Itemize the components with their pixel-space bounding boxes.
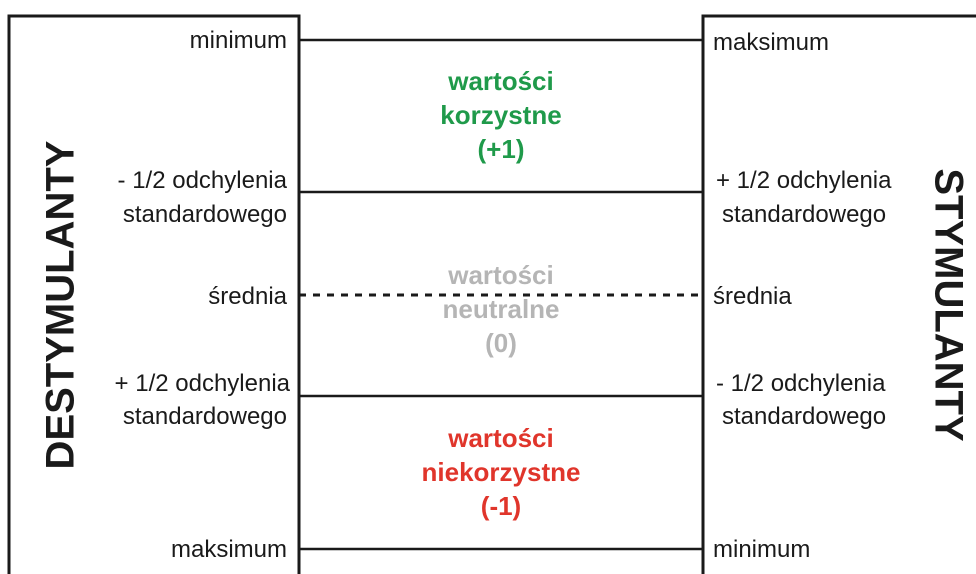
destymulanty-title: DESTYMULANTY	[39, 140, 83, 469]
left-label-plus-half-sd-2: standardowego	[123, 403, 287, 430]
unfavorable-zone-label: wartości niekorzystne (-1)	[422, 423, 581, 521]
favorable-line3: (+1)	[478, 134, 525, 164]
neutral-line2: neutralne	[442, 294, 559, 324]
favorable-line1: wartości	[447, 66, 554, 96]
unfavorable-line3: (-1)	[481, 491, 521, 521]
left-label-minus-half-sd-2: standardowego	[123, 201, 287, 228]
right-label-mean: średnia	[713, 283, 792, 310]
left-label-plus-half-sd-1: + 1/2 odchylenia	[115, 370, 291, 397]
favorable-line2: korzystne	[440, 100, 561, 130]
right-label-minus-half-sd-2: standardowego	[722, 403, 886, 430]
unfavorable-line1: wartości	[447, 423, 554, 453]
right-label-plus-half-sd-2: standardowego	[722, 201, 886, 228]
left-label-minimum: minimum	[190, 27, 287, 54]
right-label-minimum: minimum	[713, 536, 810, 563]
right-frame	[701, 14, 976, 574]
right-label-maximum: maksimum	[713, 29, 829, 56]
unfavorable-line2: niekorzystne	[422, 457, 581, 487]
neutral-zone-label: wartości neutralne (0)	[442, 260, 559, 358]
neutral-line1: wartości	[447, 260, 554, 290]
favorable-zone-label: wartości korzystne (+1)	[440, 66, 561, 164]
stymulanty-title: STYMULANTY	[926, 168, 970, 442]
left-frame	[7, 14, 301, 574]
left-label-maximum: maksimum	[171, 536, 287, 563]
right-label-plus-half-sd-1: + 1/2 odchylenia	[716, 167, 892, 194]
neutral-line3: (0)	[485, 328, 517, 358]
left-label-minus-half-sd-1: - 1/2 odchylenia	[118, 167, 288, 194]
right-label-minus-half-sd-1: - 1/2 odchylenia	[716, 370, 886, 397]
left-label-mean: średnia	[208, 283, 287, 310]
